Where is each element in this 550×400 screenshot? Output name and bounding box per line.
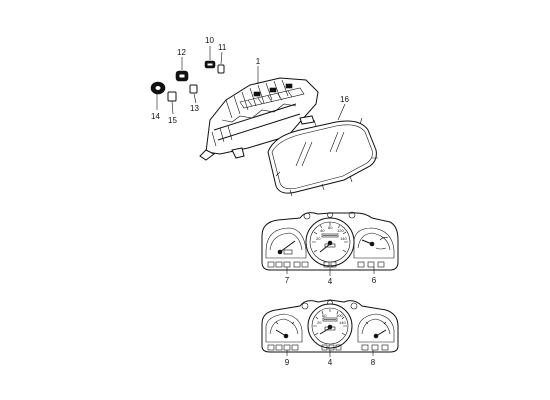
callout-4-lower: 4 [328,358,333,367]
callout-12: 12 [177,48,186,57]
callout-1: 1 [256,57,261,66]
part-16-window-glass [267,103,378,197]
callout-6: 6 [372,276,377,285]
svg-text:120: 120 [337,228,344,233]
svg-text:140: 140 [340,236,347,241]
part-11-bulb [217,51,225,74]
svg-text:20: 20 [316,236,321,241]
part-14-bulb-socket [150,81,166,110]
left-gauge-upper [265,227,307,259]
right-gauge-upper [353,227,395,259]
callout-7: 7 [285,276,290,285]
callout-15: 15 [168,116,177,125]
callout-16: 16 [340,95,349,104]
part-13-bulb [189,84,198,104]
callout-11: 11 [218,43,227,52]
svg-text:20: 20 [317,320,322,325]
callout-10: 10 [205,36,214,45]
left-gauge-lower [265,313,303,343]
part-15-bulb [167,91,177,115]
part-10-bulb-socket [204,46,216,69]
svg-text:40: 40 [320,228,325,233]
warning-lamp-strip-lower [267,344,389,351]
speedometer-upper: 20 40 80 120 140 [305,217,355,267]
svg-text:80: 80 [328,225,333,230]
cluster-face-upper: 20 40 80 120 140 [261,211,399,276]
callout-9: 9 [285,358,290,367]
callout-8: 8 [371,358,376,367]
cluster-face-lower: 20 60 100 140 [261,299,399,357]
svg-text:100: 100 [336,313,343,318]
right-gauge-lower [357,313,395,343]
svg-text:60: 60 [322,313,327,318]
callout-13: 13 [190,104,199,113]
part-1-cluster-housing [199,66,319,161]
callout-14: 14 [151,112,160,121]
part-12-bulb-socket [175,57,189,82]
warning-lamp-strip-upper [267,261,385,268]
svg-text:140: 140 [339,320,346,325]
callout-4-upper: 4 [328,277,333,286]
speedometer-lower: 20 60 100 140 [307,303,353,349]
